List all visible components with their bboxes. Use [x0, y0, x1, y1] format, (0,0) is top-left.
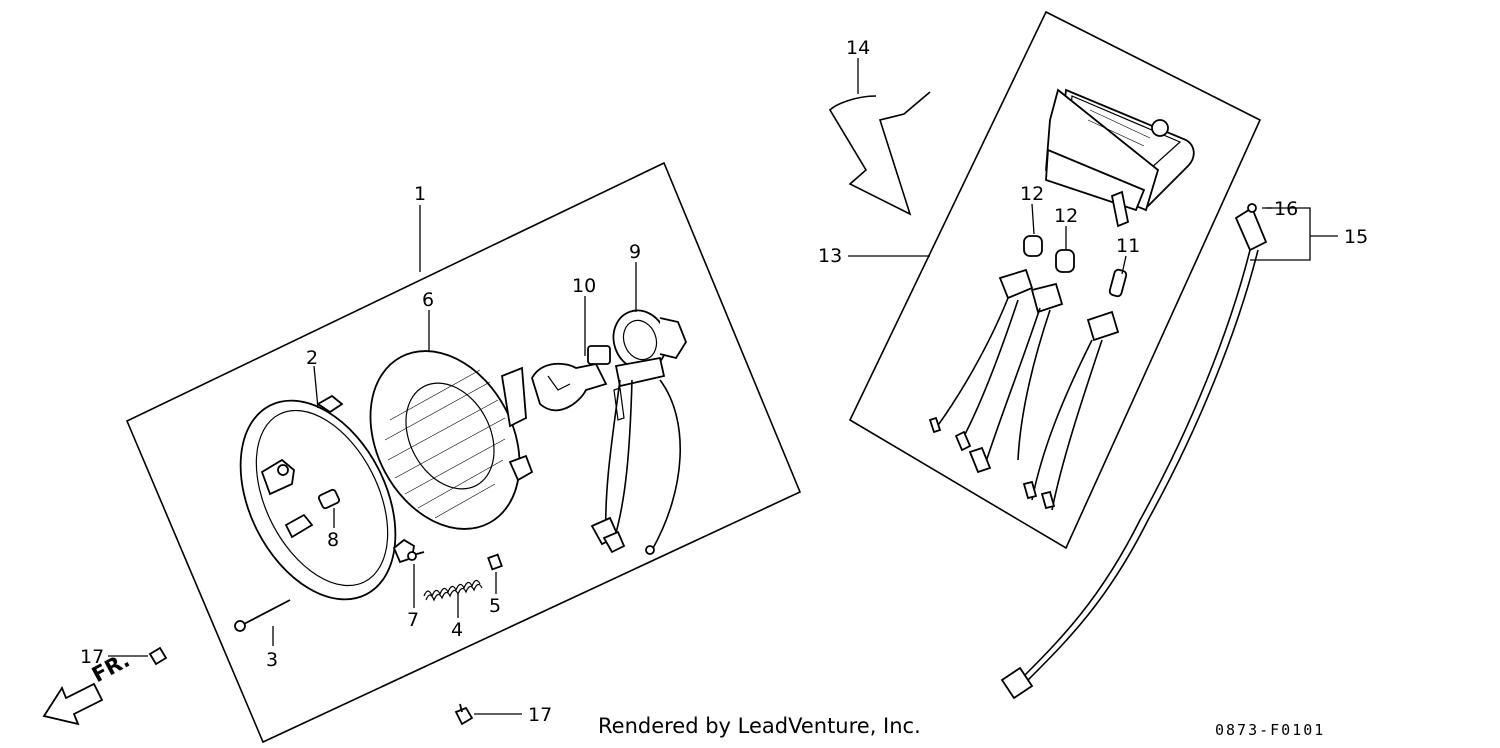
bolt-bottom [454, 703, 474, 726]
bolt-left [148, 646, 168, 666]
headlight-group-frame [125, 161, 802, 744]
callout-9: 9 [629, 241, 641, 263]
callout-5: 5 [489, 595, 501, 617]
callout-3: 3 [266, 649, 278, 671]
adjusting-spring [423, 579, 483, 602]
callout-17-bottom: 17 [528, 704, 552, 726]
callout-6: 6 [422, 289, 434, 311]
callout-7: 7 [407, 609, 419, 631]
headlight-socket [590, 309, 688, 555]
callout-10: 10 [572, 275, 596, 297]
callout-12-left: 12 [1020, 183, 1044, 205]
front-direction-arrow [42, 682, 104, 726]
speedometer-cable [1000, 203, 1268, 700]
indicator-bulb [1108, 268, 1128, 298]
small-screw [407, 551, 425, 561]
headlight-case [239, 394, 415, 601]
headlight-bulb [531, 345, 611, 412]
meter-group-frame [848, 10, 1262, 550]
callout-2: 2 [306, 347, 318, 369]
diagram-code: 0873-F0101 [1215, 721, 1326, 739]
callout-16: 16 [1274, 198, 1298, 220]
callout-15: 15 [1344, 226, 1368, 248]
meter-bracket-wire [828, 91, 931, 216]
callout-13: 13 [818, 245, 842, 267]
nut [487, 553, 503, 571]
callout-8: 8 [327, 529, 339, 551]
callout-17-left: 17 [80, 646, 104, 668]
meter-bulb-right [1055, 249, 1075, 273]
callout-1: 1 [414, 183, 426, 205]
meter-body [1045, 88, 1195, 228]
callout-4: 4 [451, 619, 463, 641]
render-credit: Rendered by LeadVenture, Inc. [598, 714, 921, 738]
callout-11: 11 [1116, 235, 1140, 257]
callout-12-right: 12 [1054, 205, 1078, 227]
callout-14: 14 [846, 37, 870, 59]
meter-socket-harness [928, 268, 1120, 511]
adjusting-screw [234, 599, 291, 632]
meter-bulb-left [1023, 235, 1043, 257]
headlight-lens-unit [369, 350, 534, 530]
